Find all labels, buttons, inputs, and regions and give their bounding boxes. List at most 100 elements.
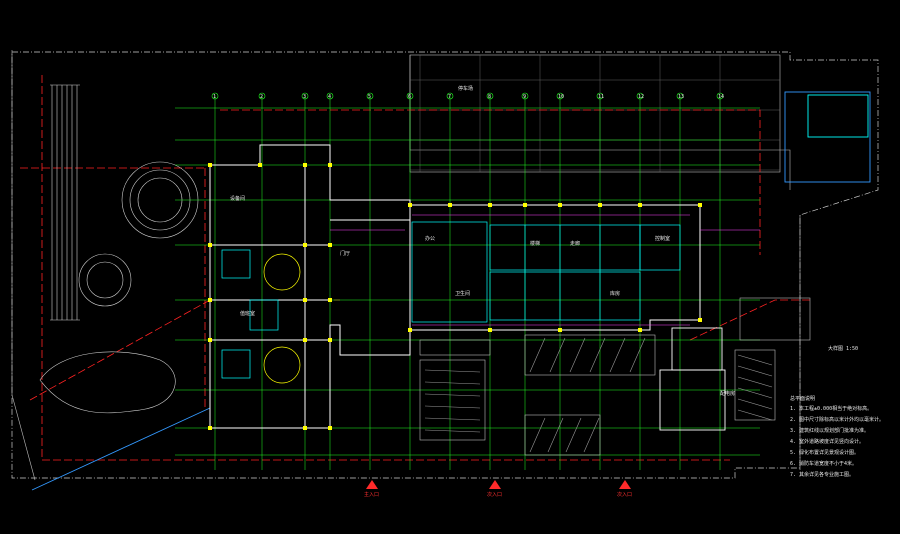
entrance-markers: 主入口 次入口 次入口 [364,480,632,498]
axis-tag-label: 7 [448,94,451,100]
column [408,203,412,207]
column [408,328,412,332]
axis-tag-label: 10 [558,94,564,100]
parking-stripe [424,405,481,409]
axis-tag-label: 5 [368,94,371,100]
tanks [263,253,301,384]
axis-tag-circle [211,92,219,100]
room-label: 库房 [610,290,620,297]
note-line: 6. 消防车道宽度不小于4米。 [790,460,857,467]
column [328,426,332,430]
magenta-lines [330,214,760,326]
column [598,203,602,207]
parking-stripe [609,337,626,373]
parking-stripe [565,417,582,453]
column [328,163,332,167]
parking-stripe [529,417,546,453]
interior-partitions [221,221,681,379]
running-track [50,84,80,321]
parking-stripe [424,393,481,397]
axis-tag-circle [596,92,604,100]
column [208,426,212,430]
room-label: 办公 [425,235,435,242]
axis-tag-label: 1 [213,94,216,100]
axis-tag-label: 6 [408,94,411,100]
axis-tag-label: 4 [328,94,331,100]
parking-stripe [549,337,566,373]
column [448,203,452,207]
parking-stripe [737,365,773,377]
parking-label: 停车场 [458,85,473,92]
column [208,163,212,167]
parking-stripe [529,337,546,373]
column [303,243,307,247]
axis-tag-circle [326,92,334,100]
entrance-arrow-icon [619,480,631,489]
parking-stripe [737,376,773,388]
blue-pipeline [31,407,211,491]
parking-stripe [583,417,600,453]
entrance-label: 主入口 [364,491,379,498]
entrance-arrow-icon [366,480,378,489]
column [208,338,212,342]
note-line: 1. 本工程±0.000相当于绝对标高。 [790,405,872,412]
column [558,203,562,207]
axis-tag-circle [486,92,494,100]
column [558,328,562,332]
column [303,426,307,430]
parking-lower [419,297,811,456]
notes-title: 总平面说明 [790,395,815,402]
note-line: 7. 其余详见各专业施工图。 [790,471,854,478]
parking-stripe [737,398,773,410]
entrance-arrow-icon [489,480,501,489]
note-line: 5. 绿化布置详见景观设计图。 [790,449,859,456]
axis-tag-circle [301,92,309,100]
column [638,203,642,207]
parking-stripe [737,409,773,421]
room-label: 楼梯 [530,240,540,247]
column [698,318,702,322]
axis-tag-circle [258,92,266,100]
axis-tag-circle [636,92,644,100]
axis-tag-circle [556,92,564,100]
axis-tag-circle [366,92,374,100]
column [303,298,307,302]
room-label: 配电房 [720,390,735,397]
parking-stripe [424,417,481,421]
column [303,338,307,342]
axis-tag-label: 13 [678,94,684,100]
entrance-label: 次入口 [617,491,632,498]
parking-stripe [629,337,646,373]
axis-tag-label: 12 [638,94,644,100]
column [328,298,332,302]
note-line: 2. 图中尺寸除标高以米计外均以毫米计。 [790,416,884,423]
parking-stripe [569,337,586,373]
parking-stripes [424,337,773,453]
room-label: 走廊 [570,240,580,247]
note-line: 4. 室外道路坡度详见竖向设计。 [790,438,864,445]
axis-tag-circle [446,92,454,100]
room-labels: 设备间门厅办公卫生间楼梯走廊库房控制室值班室配电房 [230,195,735,397]
column [328,243,332,247]
axis-tag-label: 9 [523,94,526,100]
notes-block: 1. 本工程±0.000相当于绝对标高。 2. 图中尺寸除标高以米计外均以毫米计。… [790,405,884,478]
structural-columns [208,163,702,430]
parking-stripe [547,417,564,453]
room-label: 门厅 [340,250,350,257]
entrance-label: 次入口 [487,491,502,498]
note-line: 3. 建筑红线以规划部门批准为准。 [790,427,869,434]
parking-stripe [424,381,481,385]
column [488,203,492,207]
parking-stripe [737,354,773,366]
parking-stripe [737,387,773,399]
room-label: 控制室 [655,235,670,242]
axis-tag-label: 3 [303,94,306,100]
column [208,298,212,302]
column [328,338,332,342]
column [303,163,307,167]
axis-tag-circle [521,92,529,100]
axis-tag-label: 11 [598,94,604,100]
site-boundary [11,51,879,479]
